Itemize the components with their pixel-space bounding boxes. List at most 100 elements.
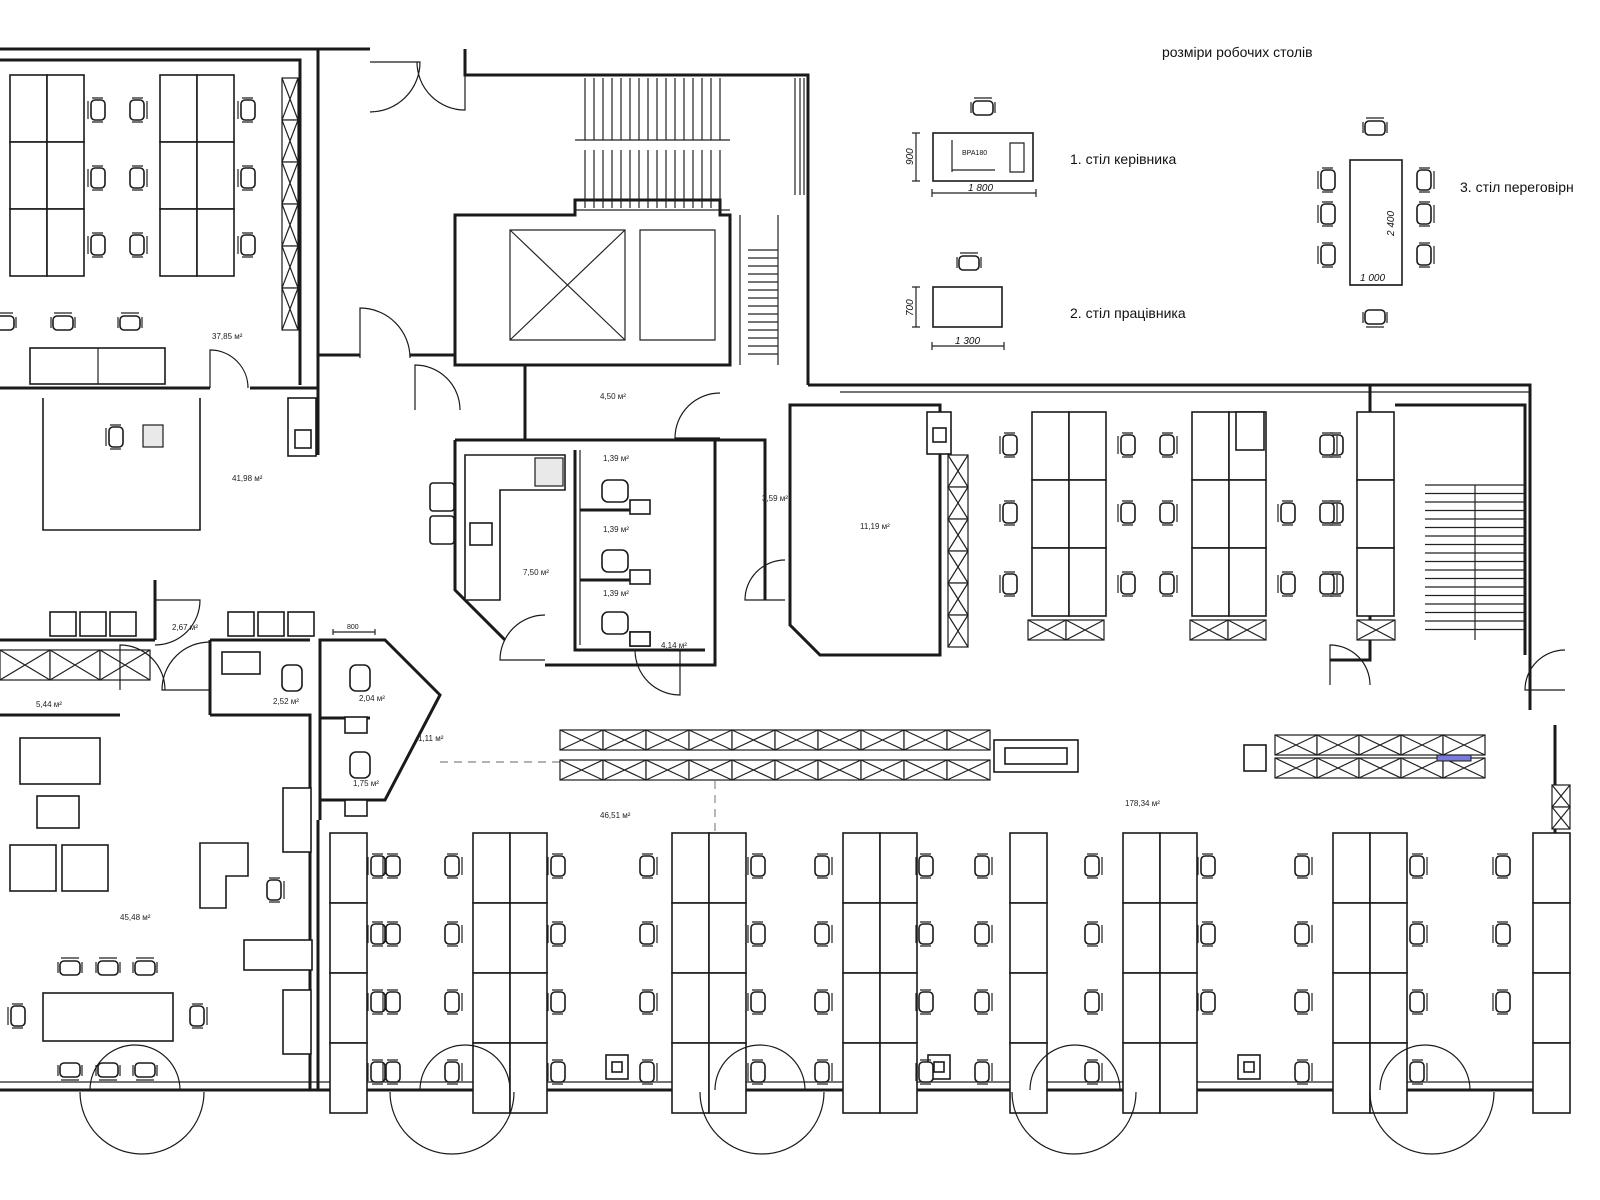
desk <box>1369 832 1408 904</box>
cabinet <box>243 939 313 971</box>
desk <box>1068 411 1107 481</box>
storage-cabinet <box>1400 734 1444 756</box>
desk <box>1122 972 1161 1044</box>
room-area: 11,19 м² <box>860 522 890 531</box>
storage-cabinet <box>281 119 299 163</box>
stove <box>469 522 493 546</box>
office-chair <box>1197 853 1216 879</box>
office-chair <box>747 1059 766 1085</box>
chair-seat <box>257 611 285 637</box>
storage-cabinet <box>1358 757 1402 779</box>
office-chair <box>189 1003 208 1029</box>
sofa-seat <box>429 482 455 512</box>
toilet <box>601 611 629 635</box>
desk <box>46 141 85 210</box>
stairs-right <box>1425 484 1525 640</box>
office-chair <box>132 957 158 976</box>
desk <box>671 972 710 1044</box>
chair-seat <box>49 611 77 637</box>
desk <box>1532 832 1571 904</box>
office-chair <box>129 165 148 191</box>
storage-cabinet <box>49 649 101 681</box>
desk <box>1009 832 1048 904</box>
door <box>369 61 421 113</box>
desk <box>879 832 918 904</box>
sink <box>534 457 564 487</box>
desk <box>1191 479 1230 549</box>
office-chair <box>547 1059 566 1085</box>
desk <box>1159 902 1198 974</box>
room-area: 2,67 м² <box>172 623 198 632</box>
room-area: 2,52 м² <box>273 697 299 706</box>
desk <box>1122 832 1161 904</box>
office-chair <box>237 97 256 123</box>
storage-cabinet <box>947 486 969 520</box>
storage-cabinet <box>946 759 991 781</box>
desk <box>1009 1042 1048 1114</box>
office-chair <box>382 989 401 1015</box>
storage-cabinet <box>559 729 604 751</box>
office-chair <box>1492 989 1511 1015</box>
desk <box>1332 832 1371 904</box>
storage-cabinet <box>281 245 299 289</box>
office-chair <box>814 921 833 947</box>
door <box>1524 649 1566 691</box>
washbasin <box>221 651 261 675</box>
sofa-seat <box>429 515 455 545</box>
chair-seat <box>109 611 137 637</box>
desk <box>329 832 368 904</box>
office-chair <box>547 921 566 947</box>
desk <box>1122 1042 1161 1114</box>
office-chair <box>747 921 766 947</box>
storage-cabinet <box>947 518 969 552</box>
office-chair <box>367 989 386 1015</box>
door <box>674 392 721 439</box>
chair-seat <box>79 611 107 637</box>
room-area: 1,39 м² <box>603 525 629 534</box>
office-chair <box>1416 167 1435 193</box>
desk <box>472 832 511 904</box>
office-chair <box>237 232 256 258</box>
legend-desk1-width: 1 800 <box>968 183 993 194</box>
office-chair <box>50 312 76 331</box>
office-chair <box>1319 571 1338 597</box>
door <box>414 364 461 411</box>
double-door <box>714 1044 806 1091</box>
double-door <box>1379 1044 1471 1091</box>
desk <box>1031 547 1070 617</box>
office-chair <box>1197 989 1216 1015</box>
desk <box>671 1042 710 1114</box>
office-chair <box>1277 571 1296 597</box>
toilet <box>601 549 629 573</box>
office-chair <box>915 921 934 947</box>
storage-cabinet <box>559 759 604 781</box>
office-chair <box>915 989 934 1015</box>
office-chair <box>639 1059 658 1085</box>
storage-cabinet <box>1442 757 1486 779</box>
desk <box>329 1042 368 1114</box>
stairs-side <box>739 215 779 365</box>
desk <box>1369 902 1408 974</box>
office-chair <box>129 97 148 123</box>
office-chair <box>814 989 833 1015</box>
dimension-mark: 800 <box>347 624 359 631</box>
legend-item-3: 3. стіл переговірн <box>1460 179 1574 195</box>
office-chair <box>57 957 83 976</box>
office-chair <box>1492 853 1511 879</box>
office-chair <box>1409 1059 1428 1085</box>
office-chair <box>382 1059 401 1085</box>
door <box>1329 644 1371 686</box>
entrance-door <box>1011 1091 1137 1155</box>
door <box>359 307 411 359</box>
office-chair <box>95 1062 121 1081</box>
entrance-door <box>1369 1091 1495 1155</box>
office-chair <box>1117 500 1136 526</box>
chair-seat <box>227 611 255 637</box>
office-chair <box>1159 571 1178 597</box>
toilet <box>349 664 371 692</box>
furniture <box>0 74 1571 1114</box>
office-chair <box>974 853 993 879</box>
room-labels: 37,85 м² 41,98 м² 4,50 м² 3,59 м² 11,19 … <box>36 332 1160 922</box>
column <box>1235 411 1265 451</box>
doors <box>79 61 1566 1155</box>
